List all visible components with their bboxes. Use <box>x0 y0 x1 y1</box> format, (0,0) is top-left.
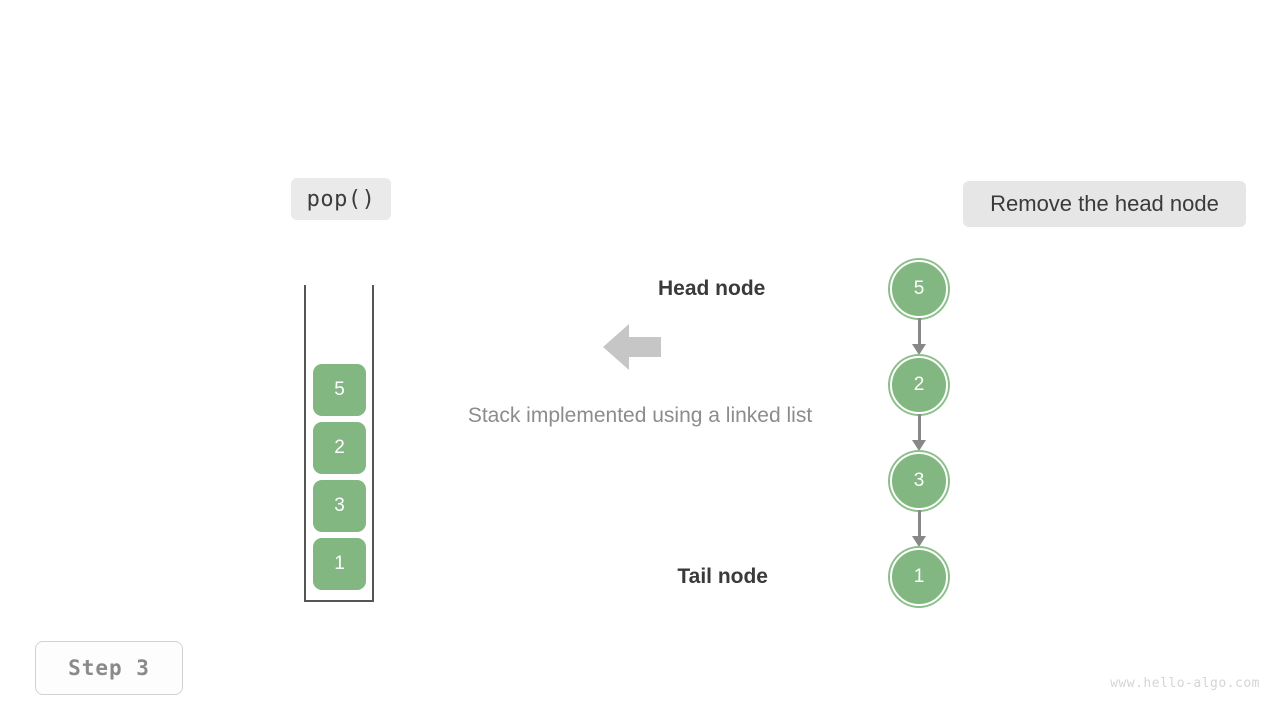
caption-text: Stack implemented using a linked list <box>467 404 813 427</box>
stack-cell-list: 5 2 3 1 <box>313 364 366 590</box>
stack-cell: 2 <box>313 422 366 474</box>
stack-cell-value: 3 <box>334 495 345 516</box>
node-value: 5 <box>913 278 925 299</box>
node-value: 3 <box>913 470 925 491</box>
linked-list-node: 5 <box>890 260 948 318</box>
description-badge: Remove the head node <box>963 181 1246 227</box>
linked-list-edge <box>917 510 921 536</box>
left-block-arrow-icon <box>603 322 661 372</box>
linked-list: 5 2 3 1 <box>860 250 980 620</box>
stack-container <box>304 285 374 602</box>
stack-cell-value: 5 <box>334 379 345 400</box>
head-node-label: Head node <box>658 277 766 300</box>
operation-badge: pop() <box>291 178 391 220</box>
watermark: www.hello-algo.com <box>1110 676 1260 691</box>
arrowhead-icon <box>912 440 926 451</box>
caption: Stack implemented using a linked list <box>0 404 1280 428</box>
linked-list-node: 3 <box>890 452 948 510</box>
stack-cell-value: 1 <box>334 553 345 574</box>
description-label: Remove the head node <box>990 191 1219 216</box>
stack-cell-value: 2 <box>334 437 345 458</box>
linked-list-edge <box>917 414 921 440</box>
step-badge: Step 3 <box>35 641 183 695</box>
linked-list-edge <box>917 318 921 344</box>
linked-list-node: 2 <box>890 356 948 414</box>
arrowhead-icon <box>912 536 926 547</box>
stack-cell: 3 <box>313 480 366 532</box>
node-value: 1 <box>913 566 925 587</box>
stack-cell: 5 <box>313 364 366 416</box>
operation-label: pop() <box>306 186 376 212</box>
step-label: Step 3 <box>68 656 150 680</box>
linked-list-node: 1 <box>890 548 948 606</box>
tail-node-label: Tail node <box>677 565 768 588</box>
stack-cell: 1 <box>313 538 366 590</box>
node-value: 2 <box>913 374 925 395</box>
arrowhead-icon <box>912 344 926 355</box>
